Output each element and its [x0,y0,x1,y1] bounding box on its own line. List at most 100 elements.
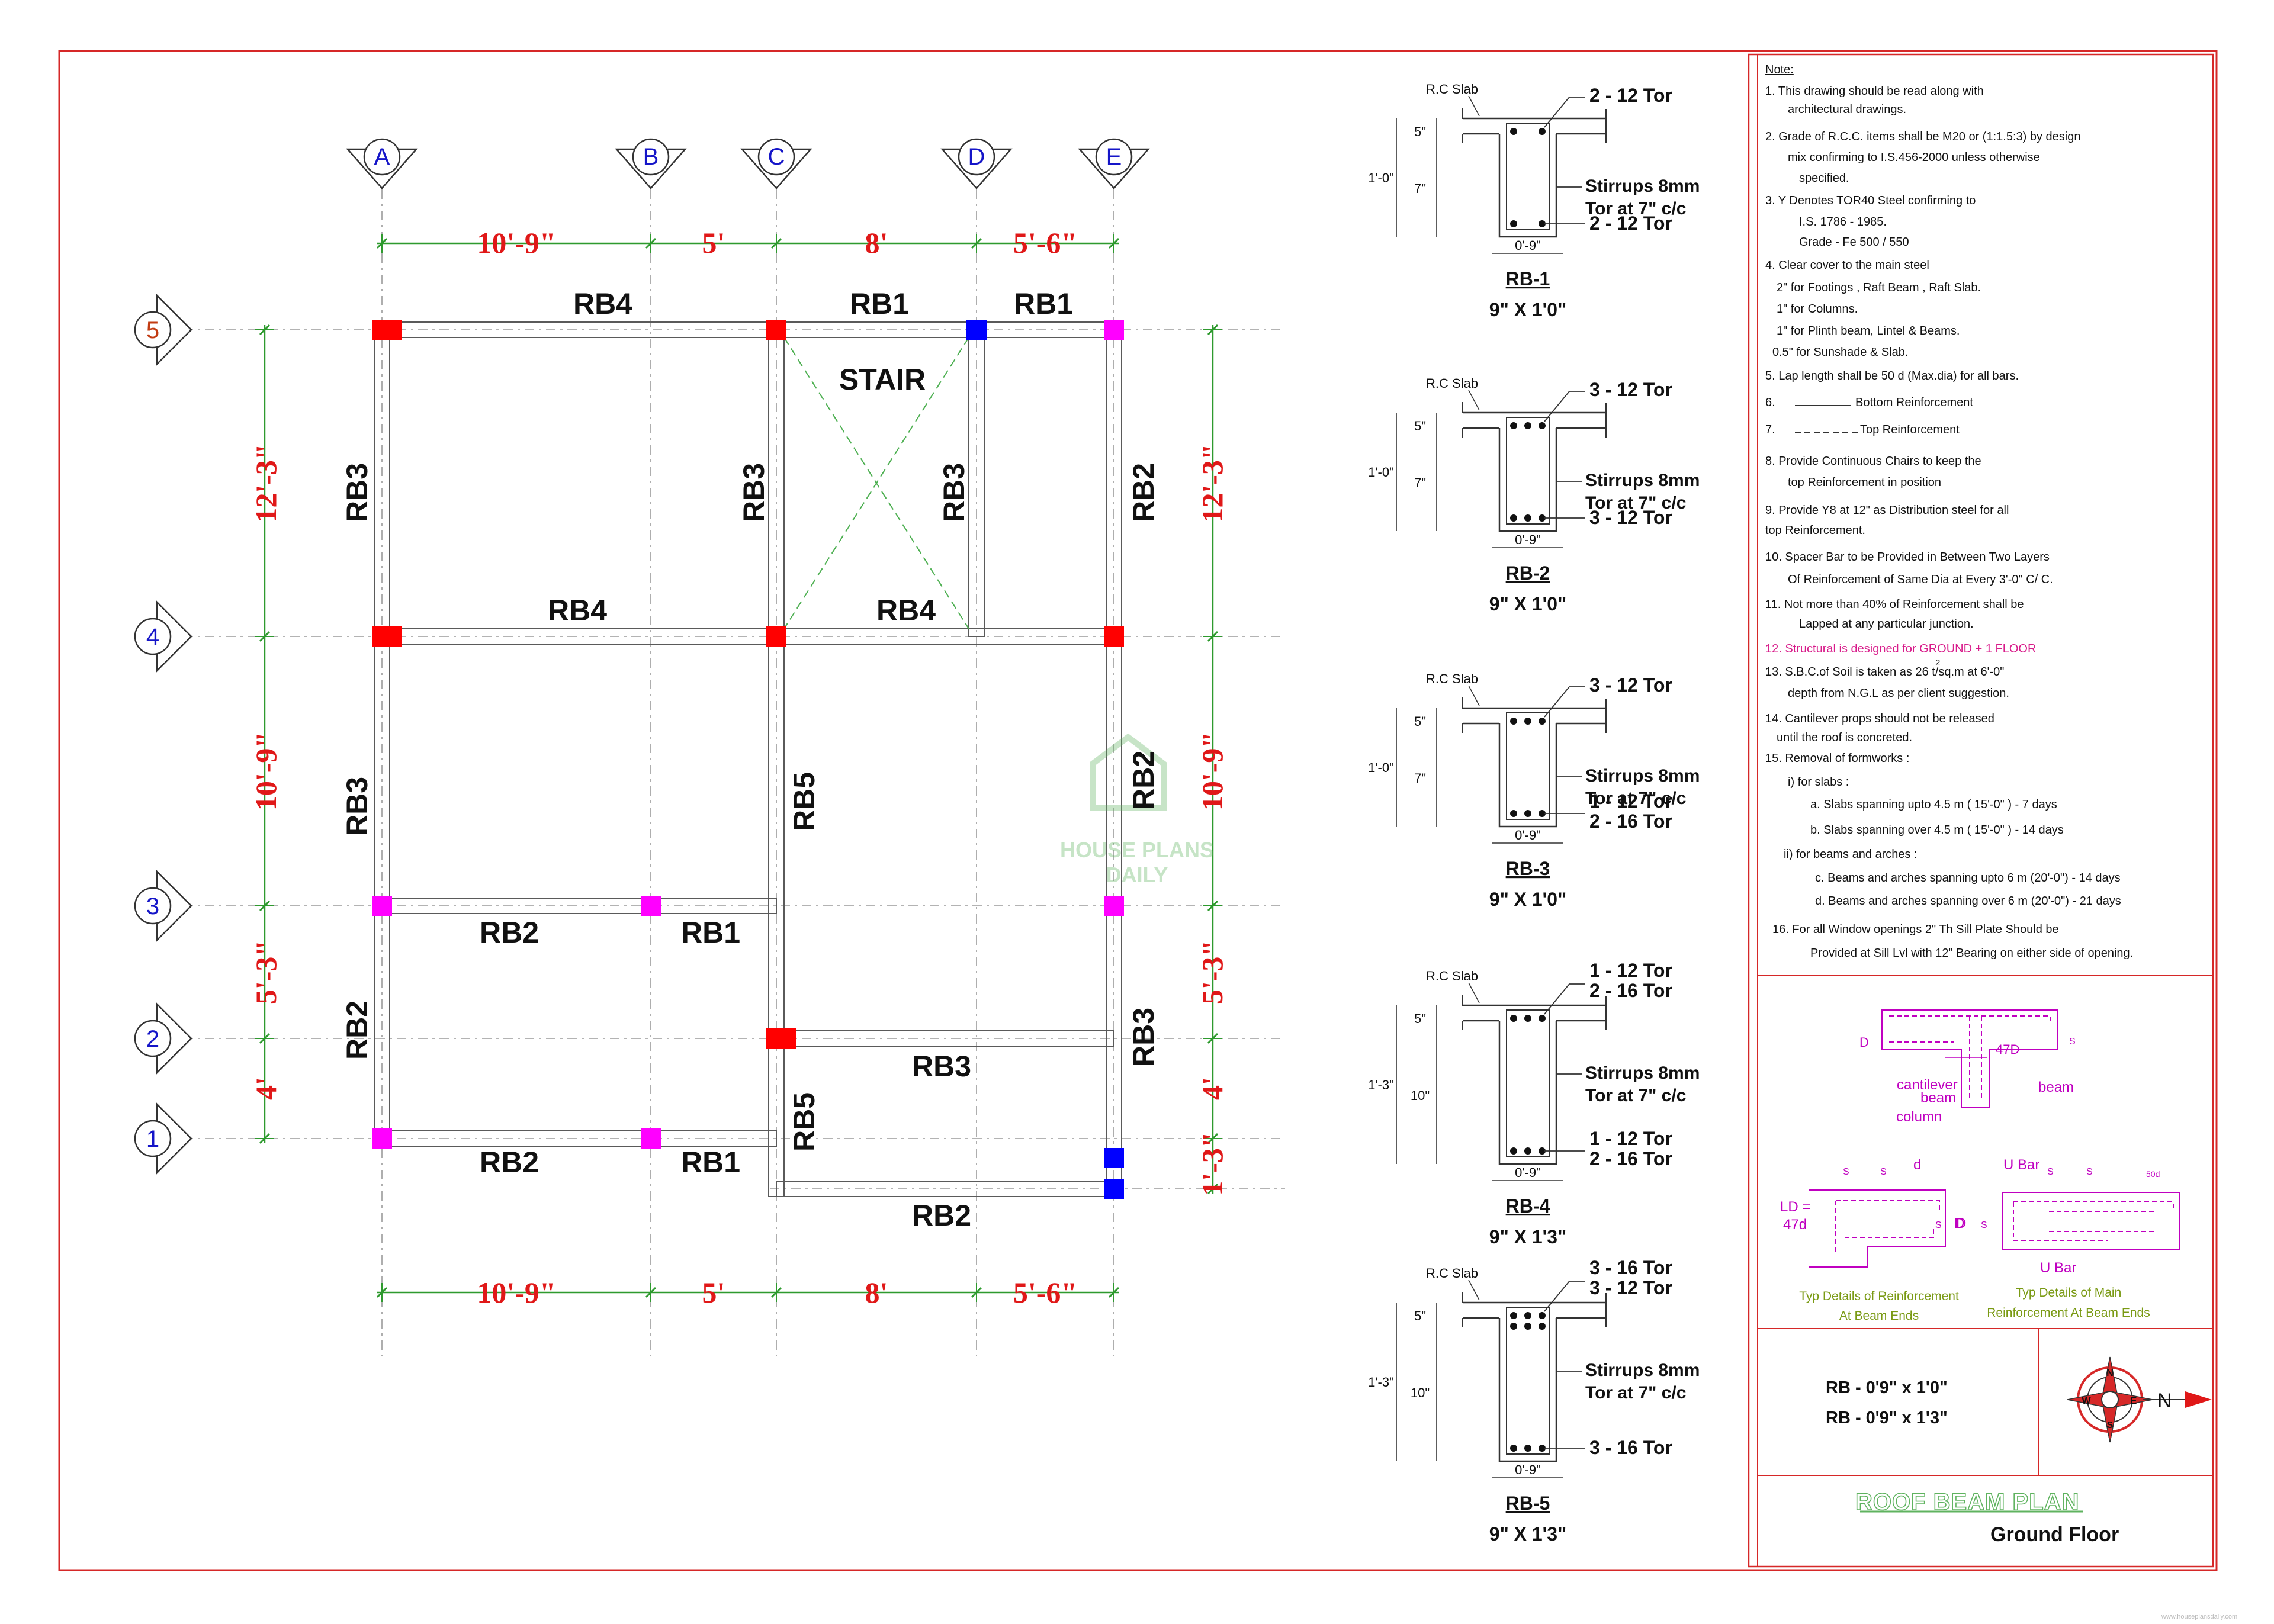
beam-label: RB3 [937,463,971,522]
width-dim-label: 0'-9" [1515,238,1541,253]
bottom-dimension-label: 5'-6" [1013,1276,1077,1309]
top-bar-label: 3 - 12 Tor [1589,1277,1672,1298]
top-dimension-tick [770,237,782,249]
bottom-bar-label: 3 - 12 Tor [1589,507,1672,528]
bottom-bar [1524,1147,1531,1155]
row-bubble-label: 3 [146,893,159,919]
grid-bubble-circle [1095,138,1133,176]
top-bar-label: 3 - 12 Tor [1589,674,1672,696]
left-dimension-label: 5'-3" [249,940,282,1004]
note-line: 3. Y Denotes TOR40 Steel confirming to [1765,194,1976,207]
beam-label: RB4 [573,287,632,320]
grid-bubble-circle [958,138,995,176]
detail-label: S [1981,1220,1987,1230]
leader-top [1544,686,1585,718]
total-dim-label: 1'-3" [1368,1375,1394,1390]
detail-label: S [2069,1037,2076,1047]
note-line: architectural drawings. [1788,103,1907,116]
column-marker [1104,896,1124,916]
stair-label: STAIR [839,363,926,396]
bottom-dimension-tick [645,1287,657,1298]
bottom-bar [1524,810,1531,817]
section-name: RB-4 [1506,1195,1550,1217]
note-line: 6. [1765,396,1775,409]
detail-label: column [1896,1109,1942,1125]
bottom-bar [1510,514,1517,522]
top-bar [1510,128,1517,135]
detail-caption: At Beam Ends [1839,1309,1919,1323]
slab-dim-label: 5" [1414,714,1426,729]
left-dimension-label: 10'-9" [249,732,282,811]
beam-label: RB1 [681,1146,740,1179]
legend-size-2: RB - 0'9" x 1'3" [1826,1408,1948,1427]
beam-label: RB4 [876,594,936,627]
section-name: RB-2 [1506,562,1550,584]
left-dimension-label: 12'-3" [249,443,282,522]
bottom-bar [1539,514,1546,522]
stirrup-label: Tor at 7" c/c [1585,199,1686,218]
detail-caption: Typ Details of Main [2016,1286,2122,1300]
left-dimension-tick [259,900,271,912]
beam-label: RB2 [341,1001,374,1060]
top-bar [1524,718,1531,725]
bottom-dimension-tick [376,1287,388,1298]
note-line: 0.5" for Sunshade & Slab. [1772,346,1909,359]
note-line: Lapped at any particular junction. [1799,618,1974,631]
note-line: Of Reinforcement of Same Dia at Every 3'… [1788,573,2053,586]
stirrup [1506,712,1550,820]
top-bar-label: 2 - 16 Tor [1589,980,1672,1001]
north-label: N [2157,1390,2172,1412]
top-bar [1510,1312,1517,1319]
width-dim-label: 0'-9" [1515,532,1541,547]
grid-bubble-a: A [346,138,418,189]
slab-label: R.C Slab [1426,1266,1478,1281]
stirrup-label: Stirrups 8mm [1585,471,1700,490]
row-bubble-2: 2 [134,1002,192,1075]
credit-text: www.houseplansdaily.com [2161,1613,2238,1620]
stirrup [1506,123,1550,230]
top-bar-label: 3 - 12 Tor [1589,379,1672,400]
note-line: top Reinforcement. [1765,524,1865,537]
cantilever-bars [1889,1015,2051,1101]
beam-web [1498,1318,1557,1462]
stirrup [1506,1009,1550,1157]
watermark-text: DAILY [1106,863,1168,887]
leader-top [1544,983,1585,1015]
bottom-bar-label: 2 - 16 Tor [1589,811,1672,832]
section-name: RB-3 [1506,858,1550,879]
sheet-frame [58,50,2218,1571]
note-line: 8. Provide Continuous Chairs to keep the [1765,455,1981,468]
detail-label: S [1843,1167,1849,1177]
note-line: 15. Removal of formworks : [1765,752,1910,765]
detail-label: S [1880,1167,1887,1177]
bottom-bar [1539,1147,1546,1155]
top-bar [1510,718,1517,725]
note-line: 9. Provide Y8 at 12" as Distribution ste… [1765,504,2009,517]
top-bar [1539,718,1546,725]
slab-dim-label: 5" [1414,124,1426,139]
grid-bubble-label: E [1106,144,1122,170]
leader-top [1544,391,1585,422]
top-dimension-label: 8' [865,226,888,259]
notes-heading: Note: [1765,63,1794,76]
note-line: 10. Spacer Bar to be Provided in Between… [1765,551,2050,564]
section-size: 9" X 1'0" [1489,593,1566,615]
top-bar-label: 2 - 12 Tor [1589,85,1672,106]
slab-break [1462,995,1495,1030]
beam-label: RB3 [341,777,374,836]
section-size: 9" X 1'3" [1489,1523,1566,1545]
stirrup-label: Stirrups 8mm [1585,1063,1700,1083]
note-line: 1" for Columns. [1777,303,1858,316]
note-line: Provided at Sill Lvl with 12" Bearing on… [1810,947,2134,960]
grid-bubble-label: C [768,144,785,170]
bottom-bar [1539,220,1546,227]
stirrup-label: Tor at 7" c/c [1585,789,1686,808]
left-dimension-tick [259,631,271,642]
column-marker [1104,626,1124,647]
top-dimension-tick [376,237,388,249]
top-dimension-label: 5'-6" [1013,226,1077,259]
grid-bubble-e: E [1078,138,1150,189]
